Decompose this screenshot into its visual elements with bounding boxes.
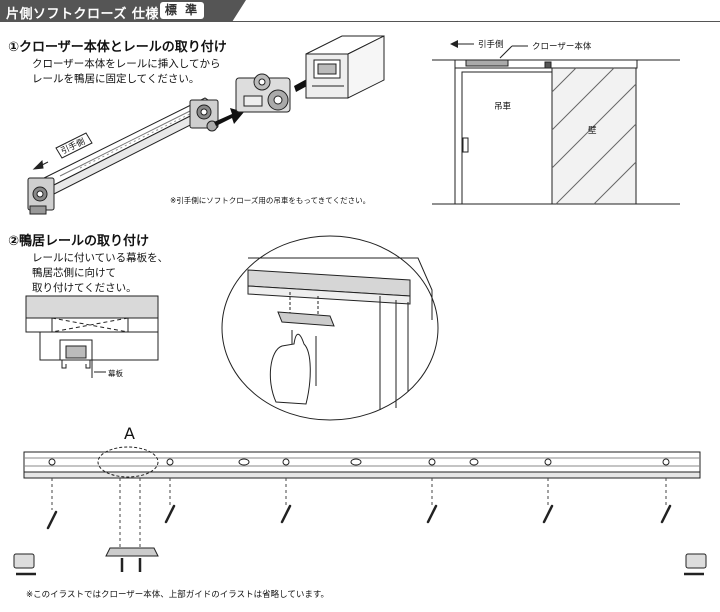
header-title: 片側ソフトクローズ 仕様 [6,7,159,22]
door-pull-side-label: 引手側 [478,40,504,50]
closer-body-label: クローザー本体 [532,42,592,52]
hanger-wheel-label: 吊車 [494,102,512,112]
end-stopper-left [13,553,36,576]
screws [46,504,672,530]
insert-arrow-1 [214,108,244,126]
rail-holes [48,458,670,466]
door-diagram [432,59,680,205]
pull-side-tag [55,132,93,159]
section2-instruction-line3: 取り付けてください。 [32,282,137,294]
section-header: 片側ソフトクローズ 仕様 標 準 [0,0,720,22]
door-pull-arrow [450,40,474,48]
detail-magnifier [221,235,439,421]
rail-profile-3d [305,35,385,99]
section2-heading: ②鴨居レールの取り付け [8,234,150,249]
header-cross-section [25,295,159,378]
callout-a-ring [97,446,159,478]
closer-unit-end [27,177,55,215]
end-stopper-right [684,553,707,576]
footer-note: ※このイラストではクローザー本体、上部ガイドのイラストは省略しています。 [26,590,330,600]
hanger-wheel-right [189,99,219,132]
section1-instruction-line2: レールを鴨居に固定してください。 [32,73,200,85]
closer-detail [235,73,291,113]
section2-instruction-line1: レールに付いている幕板を、 [32,252,169,264]
pull-side-arrow [32,159,49,170]
header-rule [0,21,720,22]
bracket-a [105,547,159,572]
wall-label: 壁 [588,126,597,136]
long-rail [23,451,701,479]
standard-badge: 標 準 [160,2,204,19]
callout-a-label: A [124,424,135,443]
closer-leader [499,45,513,59]
section1-note: ※引手側にソフトクローズ用の吊車をもってきてください。 [170,196,371,205]
section1-heading: ①クローザー本体とレールの取り付け [8,40,227,55]
screw-guides [51,478,667,548]
section1-instruction-line1: クローザー本体をレールに挿入してから [32,58,221,70]
section2-instruction-line2: 鴨居芯側に向けて [32,267,116,279]
valance-label: 幕板 [108,369,123,378]
